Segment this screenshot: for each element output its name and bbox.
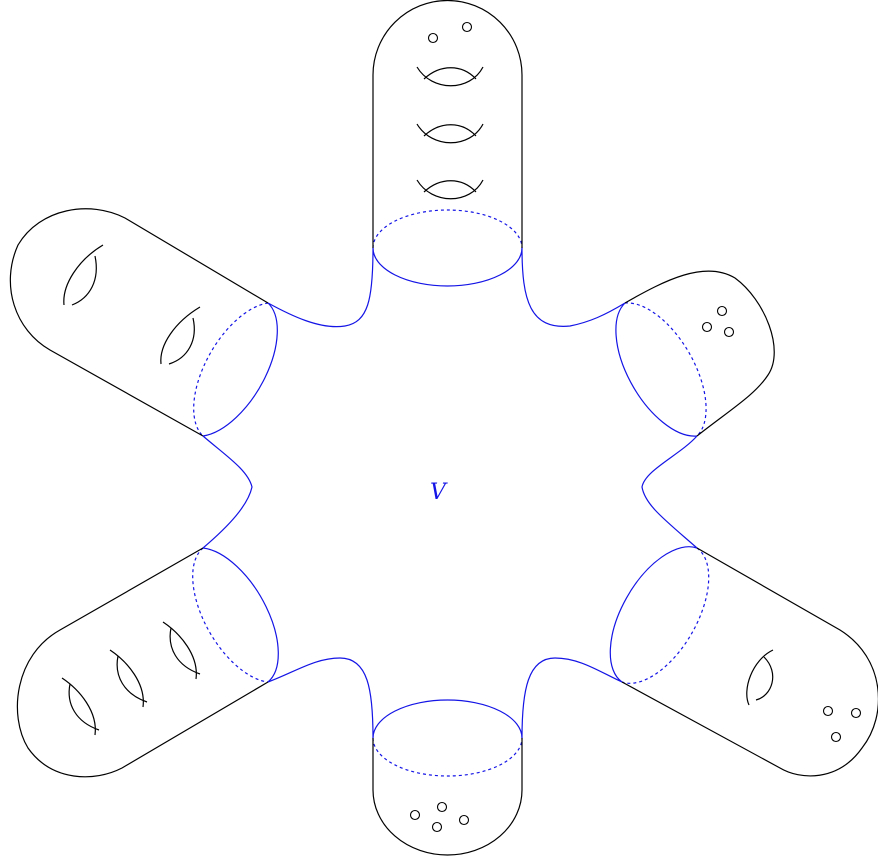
arm-lower-right xyxy=(622,548,878,776)
handle-icon xyxy=(110,650,147,707)
waist-lower-left-to-upper-left xyxy=(203,436,252,548)
handle-icon xyxy=(64,245,103,305)
marked-point-icon xyxy=(460,816,469,825)
marked-point-icon xyxy=(438,803,447,812)
arm-lower-left xyxy=(17,548,268,777)
handle-icon xyxy=(62,678,99,735)
waist-lower-right-to-bottom xyxy=(522,658,622,738)
waist-upper-right-to-lower-right xyxy=(642,436,697,548)
marked-point-icon xyxy=(832,733,841,742)
arm-top xyxy=(373,0,522,248)
marked-point-icon xyxy=(824,707,833,716)
marked-point-icon xyxy=(703,323,712,332)
region-v-label: V xyxy=(430,480,448,505)
cut-upper-right-front xyxy=(616,303,697,436)
cut-top-back xyxy=(373,210,522,248)
arm-upper-right-outline xyxy=(625,271,774,436)
arm-lower-right-outline xyxy=(622,548,878,776)
cut-upper-left-front xyxy=(203,303,277,436)
waist-top-to-upper-right xyxy=(522,248,625,326)
cut-bottom-back xyxy=(373,738,522,776)
cut-upper-right-back xyxy=(625,303,706,436)
marked-point-icon xyxy=(718,307,727,316)
waist-bottom-to-lower-left xyxy=(268,658,373,738)
arm-upper-left xyxy=(10,209,268,436)
cut-lower-left-back xyxy=(193,548,268,682)
cut-lower-right-front xyxy=(610,547,697,682)
arm-upper-left-outline xyxy=(10,209,268,436)
marked-point-icon xyxy=(852,709,861,718)
arm-lower-left-outline xyxy=(17,548,268,777)
arm-top-outline xyxy=(373,0,522,248)
marked-point-icon xyxy=(463,23,472,32)
handle-icon xyxy=(417,67,483,86)
arm-bottom-outline xyxy=(373,738,522,855)
cut-lower-left-front xyxy=(203,548,278,682)
waist-upper-left-to-top xyxy=(268,248,373,327)
handle-icon xyxy=(417,124,483,143)
marked-point-icon xyxy=(429,34,438,43)
cut-lower-right-back xyxy=(622,548,709,683)
cut-top-front xyxy=(373,248,522,286)
handle-icon xyxy=(747,650,773,705)
marked-point-icon xyxy=(433,823,442,832)
cut-upper-left-back xyxy=(194,303,268,436)
cut-bottom-front xyxy=(373,700,522,738)
handle-icon xyxy=(161,307,200,364)
marked-point-icon xyxy=(725,328,734,337)
handle-icon xyxy=(163,622,200,679)
central-region-boundary xyxy=(193,210,709,776)
arm-bottom xyxy=(373,738,522,855)
marked-point-icon xyxy=(411,811,420,820)
handle-icon xyxy=(417,180,483,199)
arm-upper-right xyxy=(625,271,774,436)
